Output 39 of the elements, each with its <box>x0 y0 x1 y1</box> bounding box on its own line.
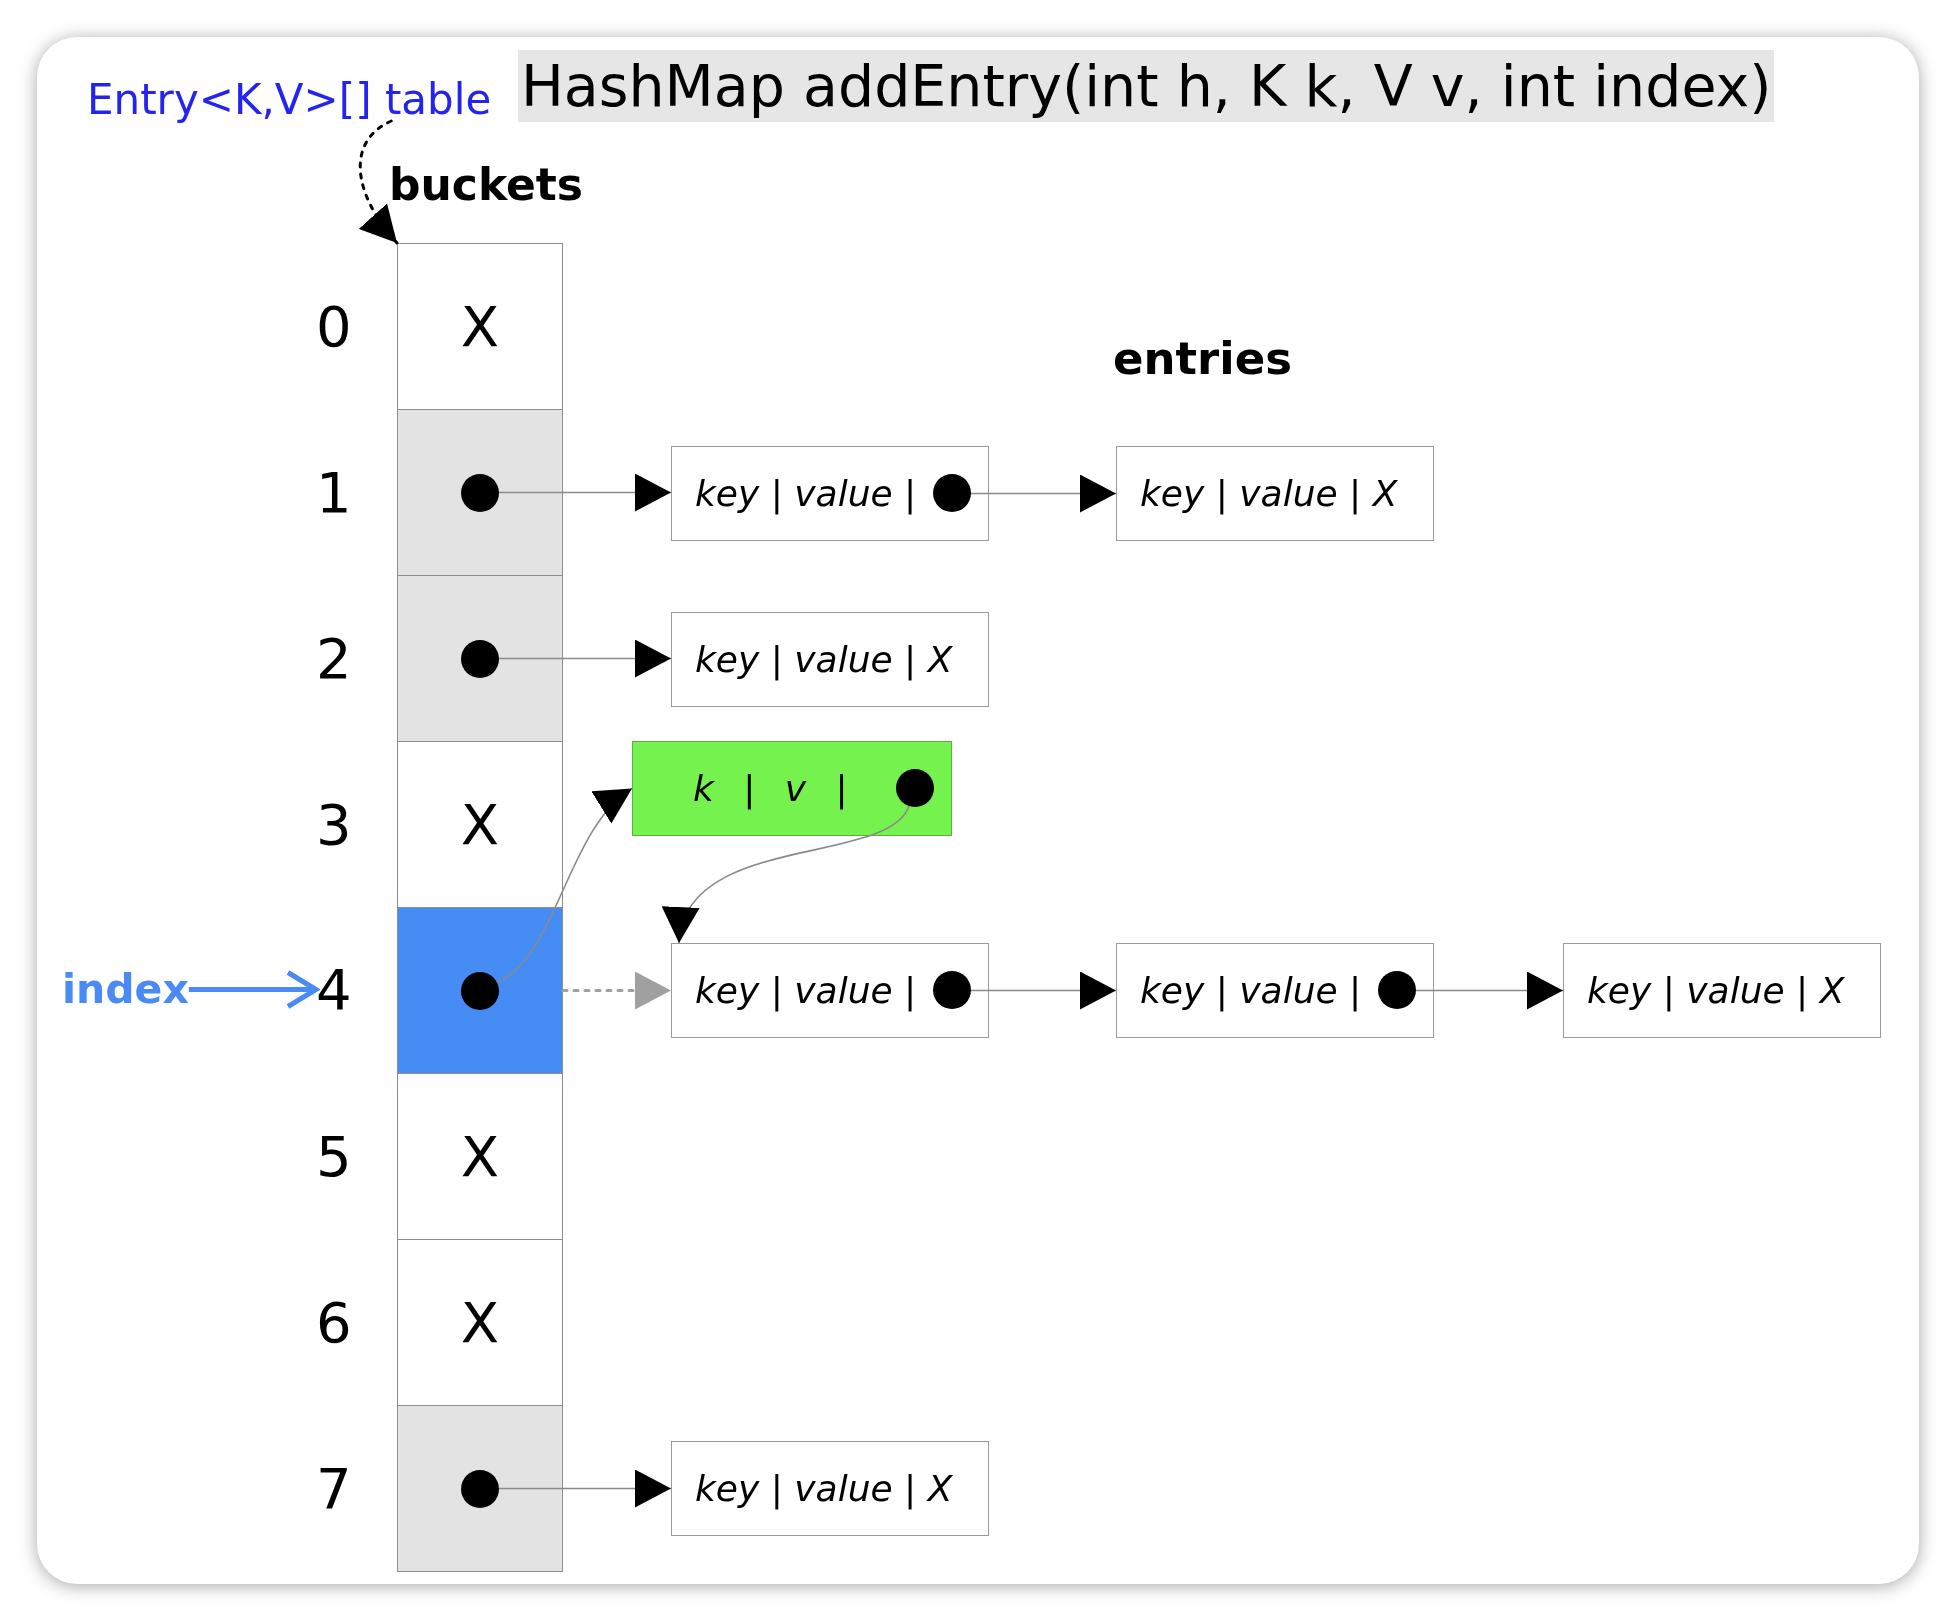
bucket-cell: X <box>397 741 563 908</box>
dashed-arrow <box>561 971 673 1010</box>
entry-box <box>671 612 989 707</box>
arrow <box>970 474 1117 513</box>
entry-box <box>671 1441 989 1536</box>
bucket-cell: X <box>397 1073 563 1240</box>
arrow <box>498 473 672 512</box>
section-heading: entries <box>1113 336 1292 381</box>
bucket-cell: X <box>397 1239 563 1406</box>
bucket-cell: X <box>397 243 563 410</box>
bucket-cell <box>397 907 563 1074</box>
new-entry-box <box>632 741 952 836</box>
index-number: 7 <box>316 1460 352 1517</box>
entry-box <box>671 446 989 541</box>
index-number: 6 <box>316 1294 352 1351</box>
arrow <box>498 639 672 678</box>
title: HashMap addEntry(int h, K k, V v, int index) <box>518 50 1775 122</box>
index-number: 3 <box>316 796 352 853</box>
index-number: 5 <box>316 1128 352 1185</box>
entry-box <box>671 943 989 1038</box>
bucket-cell <box>397 409 563 576</box>
entry-box <box>1116 446 1434 541</box>
index-number: 1 <box>316 464 352 521</box>
bucket-cell <box>397 1405 563 1572</box>
dashed-arrow <box>358 119 399 245</box>
index-number: 2 <box>316 630 352 687</box>
arrow <box>188 970 319 1009</box>
arrow <box>498 1469 672 1508</box>
entry-box <box>1116 943 1434 1038</box>
arrow <box>970 971 1117 1010</box>
arrow <box>496 787 633 984</box>
index-number: 0 <box>316 298 352 355</box>
variable-label: Entry<K,V>[] table <box>87 79 492 121</box>
index-label: index <box>62 969 189 1010</box>
array-heading: buckets <box>389 163 584 207</box>
entry-box <box>1563 943 1881 1038</box>
bucket-cell <box>397 575 563 742</box>
index-number: 4 <box>316 962 352 1018</box>
arrow <box>1415 971 1564 1010</box>
